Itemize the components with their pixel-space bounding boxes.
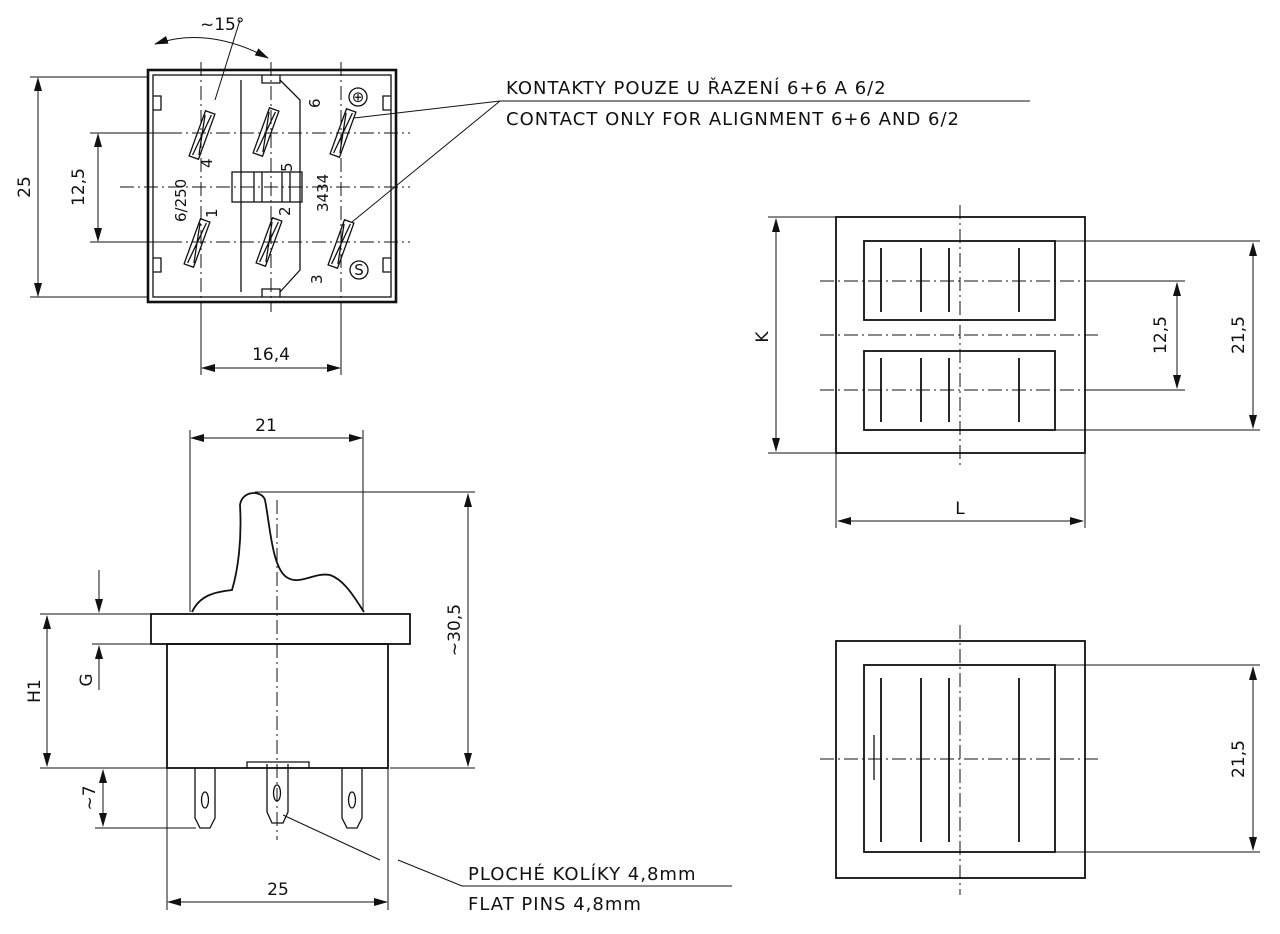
symbol-top-circle — [348, 87, 368, 107]
top-view-notches — [153, 95, 391, 273]
dim-double-12-5-label: 12,5 — [1151, 316, 1171, 354]
dim-double-21-5-extension — [1055, 240, 1260, 431]
side-view-pins — [194, 764, 363, 829]
dim-30-5-extension — [255, 491, 475, 769]
side-view-body-step — [246, 761, 310, 768]
dim-g-extension — [92, 613, 151, 645]
dim-h1-extension — [40, 613, 167, 769]
dim-k-extension — [768, 216, 836, 454]
dim-21-extension — [189, 430, 364, 612]
pin-1 — [183, 217, 211, 269]
pin-label-5: 5 — [278, 162, 296, 172]
dim-double-12-5-extension — [1085, 280, 1185, 391]
top-view-centrelines-v — [200, 62, 342, 312]
dim-k-label: K — [753, 331, 773, 343]
dim-12-5-extension — [90, 132, 180, 243]
pin-label-1: 1 — [203, 208, 221, 218]
pins-leader — [282, 814, 732, 887]
side-view-flange — [150, 613, 411, 645]
dim-7-extension — [95, 767, 196, 829]
pin-label-4: 4 — [198, 158, 216, 168]
dim-25-label: 25 — [15, 176, 35, 198]
pin-side-text: 6/250 — [172, 179, 190, 222]
dim-single-21-5-extension — [1055, 664, 1260, 853]
dim-25-extension — [30, 76, 148, 298]
note-leader-bottom — [351, 100, 501, 223]
top-view: 4 5 6 1 2 3 6/250 3434 ⊕ S ~15° 25 12,5 … — [15, 15, 1030, 375]
note-pins-cz: PLOCHÉ KOLÍKY 4,8mm — [468, 863, 697, 885]
pin-label-2: 2 — [276, 206, 294, 216]
pin-mid-text: 3434 — [314, 174, 332, 212]
top-view-pins — [183, 106, 357, 270]
single-view: 21,5 — [820, 625, 1260, 895]
symbol-bottom-circle — [349, 260, 369, 280]
side-pin-right — [341, 768, 363, 829]
angle-leader — [214, 19, 241, 101]
pin-label-6: 6 — [306, 98, 324, 108]
symbol-bottom: S — [354, 261, 364, 279]
side-pin-right-hole — [347, 791, 357, 809]
note-contacts-en: CONTACT ONLY FOR ALIGNMENT 6+6 AND 6/2 — [506, 109, 960, 130]
dim-single-21-5-label: 21,5 — [1229, 740, 1249, 778]
side-view: 21 ~30,5 H1 G ~7 25 — [25, 416, 732, 910]
double-view: K L 12,5 21,5 — [753, 205, 1260, 528]
top-view-partition — [240, 79, 301, 293]
dim-double-21-5-label: 21,5 — [1229, 316, 1249, 354]
single-view-rocker-ribs — [880, 678, 1020, 842]
dim-l-extension — [835, 453, 1086, 528]
dim-h1-label: H1 — [25, 679, 45, 703]
pin-4 — [188, 109, 216, 161]
dim-30-5-label: ~30,5 — [445, 604, 465, 656]
double-view-centrelines-h — [820, 280, 1100, 391]
side-pin-left-hole — [200, 791, 210, 809]
dim-16-4-label: 16,4 — [252, 345, 290, 365]
note-pins-en: FLAT PINS 4,8mm — [468, 894, 642, 915]
note-contacts-cz: KONTAKTY POUZE U ŘAZENÍ 6+6 A 6/2 — [506, 77, 887, 99]
dim-l-label: L — [955, 499, 965, 519]
angle-arc — [154, 36, 269, 59]
dim-21-label: 21 — [255, 416, 277, 436]
side-pin-left — [194, 768, 216, 829]
dim-g-label: G — [77, 673, 97, 686]
symbol-top: ⊕ — [352, 88, 365, 106]
dim-16-4-extension — [200, 302, 342, 375]
dim-25-bottom-extension — [166, 768, 389, 910]
dim-7-label: ~7 — [80, 785, 100, 810]
side-view-rocker — [191, 492, 365, 613]
angle-label: ~15° — [200, 15, 244, 35]
top-view-inner-frame — [152, 74, 392, 298]
dim-25-bottom-label: 25 — [267, 880, 289, 900]
dim-12-5-label: 12,5 — [69, 168, 89, 206]
pin-5 — [252, 106, 280, 158]
pin-label-3: 3 — [308, 274, 326, 284]
